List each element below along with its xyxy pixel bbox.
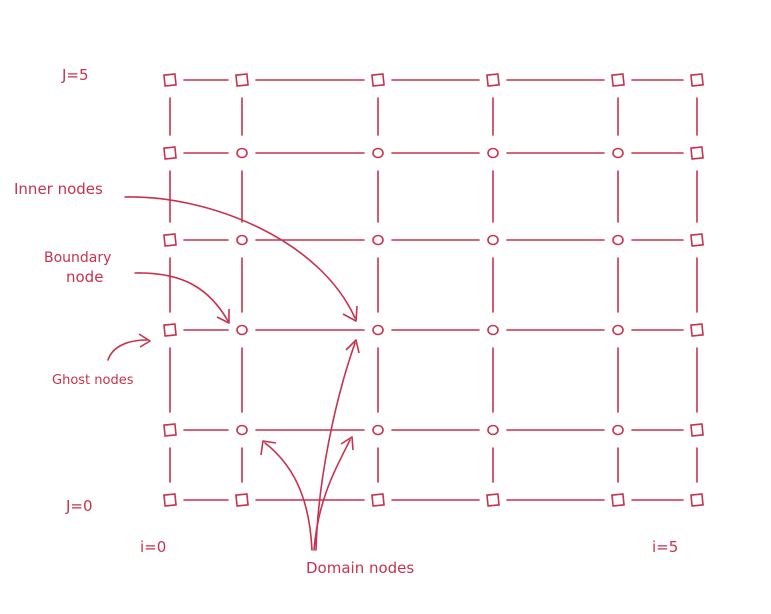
domain-node-circle <box>236 324 248 336</box>
label-i-left: i=0 <box>140 538 166 556</box>
ghost-node-square <box>486 493 500 507</box>
domain-node-circle <box>236 234 248 246</box>
ghost-nodes-arrow <box>107 339 148 361</box>
ghost-node-square <box>371 73 385 87</box>
ghost-node-square <box>690 493 704 507</box>
domain-nodes-arrow-left <box>264 442 313 551</box>
label-boundary-node-2: node <box>66 268 103 286</box>
ghost-node-square <box>163 146 177 160</box>
ghost-node-square <box>690 323 704 337</box>
boundary-node-arrowhead <box>216 309 230 324</box>
ghost-node-square <box>690 423 704 437</box>
label-inner-nodes: Inner nodes <box>14 180 103 198</box>
ghost-node-square <box>611 73 625 87</box>
ghost-node-square <box>163 423 177 437</box>
annotation-arrows <box>107 196 360 551</box>
grid-connections <box>169 79 698 501</box>
domain-node-circle <box>487 234 499 246</box>
label-ghost-nodes: Ghost nodes <box>52 373 134 388</box>
domain-node-circle <box>487 147 499 159</box>
ghost-node-square <box>690 73 704 87</box>
domain-node-circle <box>612 147 624 159</box>
domain-nodes-arrowhead-left <box>260 440 277 456</box>
domain-node-circle <box>612 234 624 246</box>
boundary-node-arrow <box>134 272 229 322</box>
domain-node-circle <box>372 147 384 159</box>
ghost-node-square <box>163 73 177 87</box>
ghost-node-square <box>163 493 177 507</box>
ghost-node-square <box>486 73 500 87</box>
ghost-node-square <box>163 233 177 247</box>
ghost-nodes-arrowhead <box>138 333 151 348</box>
domain-node-circle <box>236 424 248 436</box>
domain-node-circle <box>612 424 624 436</box>
label-i-right: i=5 <box>652 538 678 556</box>
ghost-node-square <box>690 146 704 160</box>
domain-nodes-arrow-middle <box>313 439 351 551</box>
ghost-node-square <box>611 493 625 507</box>
domain-nodes-arrow-right <box>315 342 356 551</box>
ghost-node-square <box>371 493 385 507</box>
grid-nodes <box>163 73 704 507</box>
domain-nodes-arrowhead-right <box>345 339 360 354</box>
domain-node-circle <box>612 324 624 336</box>
domain-node-circle <box>487 424 499 436</box>
inner-nodes-arrow <box>124 196 356 319</box>
domain-node-circle <box>372 424 384 436</box>
domain-node-circle <box>487 324 499 336</box>
label-j-top: J=5 <box>61 66 89 84</box>
domain-node-circle <box>236 147 248 159</box>
ghost-node-square <box>235 493 249 507</box>
domain-node-circle <box>372 324 384 336</box>
domain-nodes-arrowhead-middle <box>340 436 354 451</box>
inner-nodes-arrowhead <box>342 305 358 322</box>
label-boundary-node-1: Boundary <box>44 250 111 266</box>
domain-node-circle <box>372 234 384 246</box>
ghost-node-square <box>163 323 177 337</box>
ghost-node-square <box>235 73 249 87</box>
ghost-node-square <box>690 233 704 247</box>
label-j-bottom: J=0 <box>65 497 93 515</box>
label-domain-nodes: Domain nodes <box>306 559 414 577</box>
